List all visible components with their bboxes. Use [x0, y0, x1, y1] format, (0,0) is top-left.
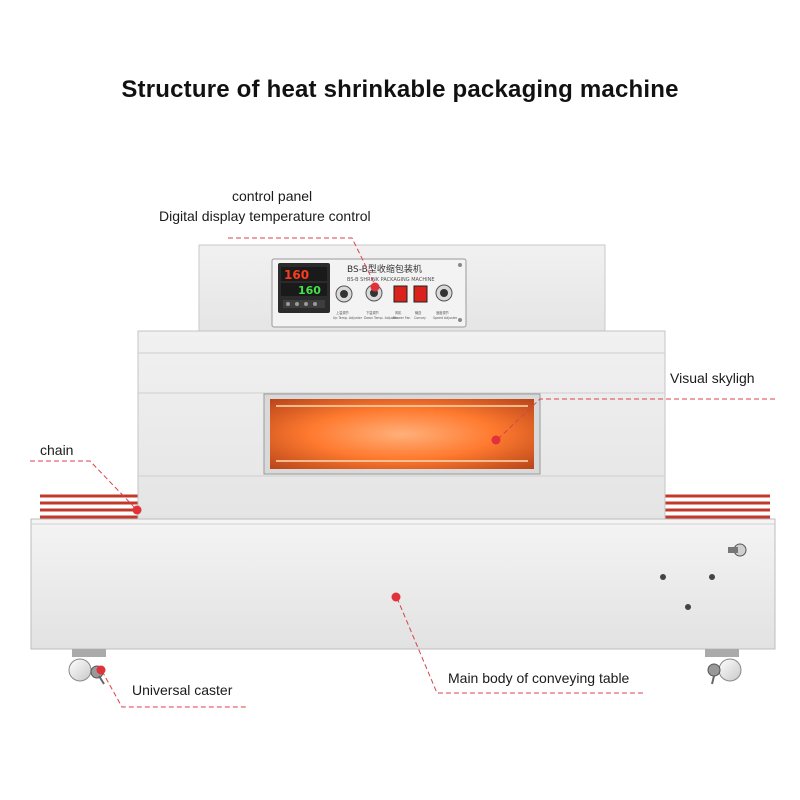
- switch-labels: 上温调节 下温调节 风机 输送 速度调节 Up Temp. Adjuster D…: [333, 310, 458, 320]
- marker-dot-universal-caster: [96, 665, 106, 675]
- leader-chain: [30, 460, 136, 509]
- switch-label: 输送: [415, 310, 422, 315]
- switch-label-en: Down Temp. Adjuster: [364, 316, 398, 320]
- switch-label-en: Up Temp. Adjuster: [333, 316, 363, 320]
- label-control-panel: control panel: [232, 188, 313, 204]
- label-main-body: Main body of conveying table: [448, 670, 630, 686]
- controller-button-icon: [286, 302, 290, 306]
- switch-label-en: Speed Adjuster: [433, 316, 458, 320]
- marker-dot-main-body: [391, 592, 401, 602]
- switch-label: 下温调节: [366, 310, 380, 315]
- temp-display-pv: 160: [284, 268, 309, 282]
- panel-screw-icon: [458, 263, 462, 267]
- label-digital-display: Digital display temperature control: [159, 208, 371, 224]
- diagram-title: Structure of heat shrinkable packaging m…: [121, 76, 679, 103]
- callout-leaders: [30, 237, 775, 708]
- panel-model-en: BS-B SHRINK PACKAGING MACHINE: [347, 277, 435, 283]
- blower-switch-icon: [393, 285, 408, 303]
- convey-switch-icon: [413, 285, 428, 303]
- label-chain: chain: [40, 442, 74, 458]
- leader-visual-skylight: [497, 398, 775, 440]
- marker-dot-visual-skylight: [491, 435, 501, 445]
- switch-label: 上温调节: [336, 310, 350, 315]
- visual-skylight-glass: [270, 399, 534, 469]
- switch-label: 速度调节: [436, 310, 450, 315]
- marker-dot-control-panel: [370, 282, 380, 292]
- bolt-icon: [709, 574, 715, 580]
- up-temp-knob-center: [340, 290, 348, 298]
- bolt-icon: [685, 604, 691, 610]
- conveying-table-body: [30, 518, 776, 650]
- caster-right: [705, 649, 742, 685]
- switch-label-en: Blower Fan: [393, 316, 410, 320]
- leader-main-body: [396, 597, 643, 694]
- label-universal-caster: Universal caster: [132, 682, 233, 698]
- temp-display-sv: 160: [298, 284, 321, 297]
- controller-button-icon: [313, 302, 317, 306]
- temp-display-upper: [281, 267, 327, 281]
- speed-knob-center: [440, 289, 448, 297]
- panel-screw-icon: [458, 318, 462, 322]
- temp-display-lower: [281, 283, 327, 296]
- label-visual-skylight: Visual skyligh: [670, 370, 755, 386]
- marker-dot-chain: [132, 505, 142, 515]
- switch-label-en: Convey: [414, 316, 426, 320]
- leader-control-panel: [228, 237, 376, 286]
- panel-model-cn: BS-B型收缩包装机: [347, 263, 422, 275]
- leader-universal-caster: [101, 670, 247, 708]
- side-knob-handle: [728, 547, 738, 553]
- bolt-icon: [660, 574, 666, 580]
- controller-button-icon: [304, 302, 308, 306]
- controller-button-icon: [295, 302, 299, 306]
- switch-label: 风机: [395, 310, 402, 315]
